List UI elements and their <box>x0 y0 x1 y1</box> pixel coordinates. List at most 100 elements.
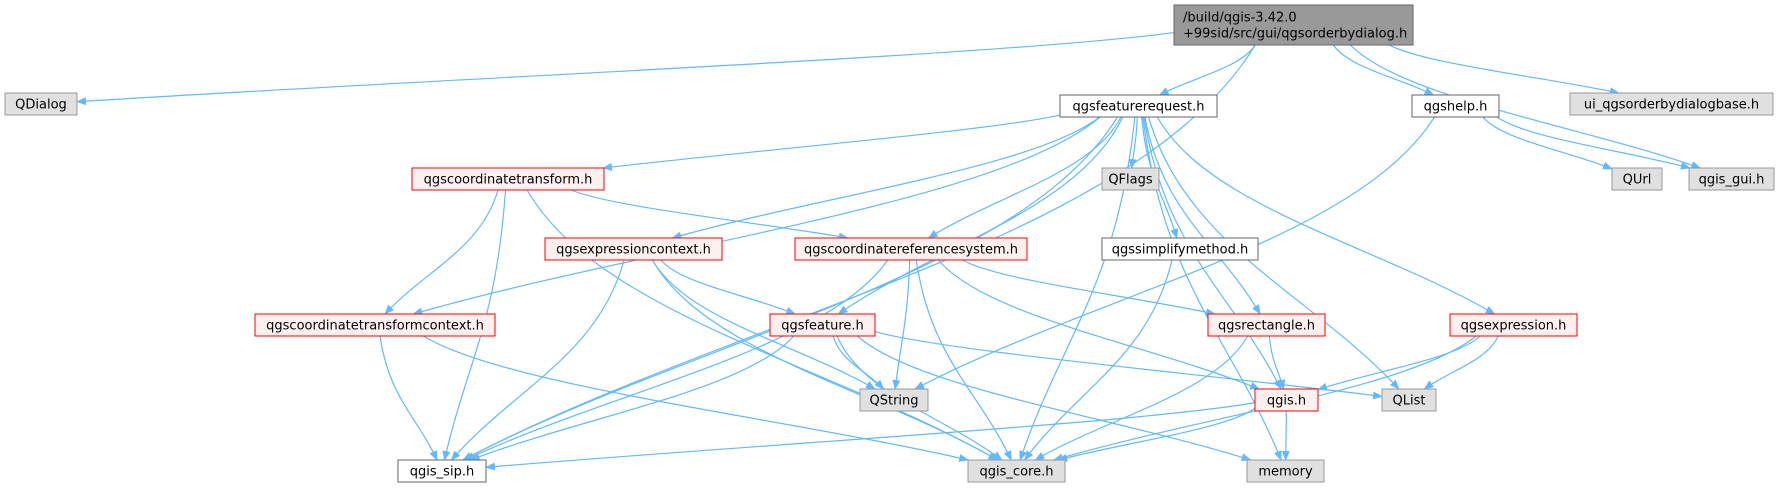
node-box <box>544 237 723 261</box>
edge-qgssimplifymethod-to-qgis_core <box>1024 259 1173 461</box>
node-label: qgsfeaturerequest.h <box>1073 100 1205 115</box>
edge-qgsfeaturerequest-to-qgsctcontext <box>412 116 1101 316</box>
edge-qgsrectangle-to-qgis_core <box>1034 335 1249 461</box>
node-label: qgscoordinatetransform.h <box>424 173 593 188</box>
node-box <box>1411 94 1500 118</box>
node-label: qgscoordinatereferencesystem.h <box>804 243 1018 258</box>
node-qstring[interactable]: QString <box>859 388 929 412</box>
edge-qgscoordinatetransform-to-qgscrs <box>571 189 849 241</box>
edge-qgsexpression-to-qlist <box>1423 335 1499 390</box>
node-label: QString <box>869 394 918 409</box>
node-qdialog[interactable]: QDialog <box>4 92 78 116</box>
node-qgsfeaturerequest[interactable]: qgsfeaturerequest.h <box>1059 94 1218 118</box>
node-label: qgshelp.h <box>1424 100 1488 115</box>
node-qgis_core[interactable]: qgis_core.h <box>967 459 1066 483</box>
node-box <box>794 237 1028 261</box>
edge-qgscoordinatetransform-to-qgis_sip <box>442 189 507 461</box>
node-box <box>4 92 78 116</box>
edge-qgsexpressioncontext-to-qgsfeature <box>660 259 797 315</box>
edge-qgsexpressioncontext-to-qgis_sip <box>450 259 625 461</box>
edge-qgsfeaturerequest-to-qgscoordinatetransform <box>602 114 1061 171</box>
edge-qgsfeature-to-memory <box>856 335 1252 462</box>
edge-qgsexpressioncontext-to-qstring <box>651 259 876 390</box>
node-qgscrs[interactable]: qgscoordinatereferencesystem.h <box>794 237 1028 261</box>
node-label: qgsexpressioncontext.h <box>556 243 711 258</box>
node-qflags[interactable]: QFlags <box>1101 167 1160 191</box>
node-qgshelp[interactable]: qgshelp.h <box>1411 94 1500 118</box>
node-qgsfeature[interactable]: qgsfeature.h <box>769 313 876 337</box>
node-qgsexpression[interactable]: qgsexpression.h <box>1449 313 1578 337</box>
node-box <box>967 459 1066 483</box>
edge-qgsfeaturerequest-to-qflags <box>1128 116 1138 169</box>
node-label: QDialog <box>15 98 67 113</box>
node-qgis[interactable]: qgis.h <box>1254 388 1319 412</box>
node-label: qgsexpression.h <box>1461 319 1567 334</box>
edge-qgscoordinatetransform-to-qgsctcontext <box>384 189 499 315</box>
edge-qgsfeaturerequest-to-qgscrs <box>927 116 1122 239</box>
node-memory[interactable]: memory <box>1246 459 1325 483</box>
edge-qgshelp-to-qurl <box>1482 116 1613 170</box>
node-label: qgis_gui.h <box>1699 173 1765 188</box>
edge-qgscrs-to-qstring <box>892 259 911 390</box>
edge-qgsfeature-to-qlist <box>874 331 1383 400</box>
edge-qgsfeaturerequest-to-qgis <box>1143 116 1282 390</box>
edge-root-to-qdialog <box>76 31 1175 106</box>
node-label: +99sid/src/gui/qgsorderbydialog.h <box>1183 27 1407 42</box>
node-box <box>1207 313 1326 337</box>
edge-qgsfeature-to-qgis_sip <box>469 335 795 461</box>
node-label: QList <box>1393 394 1426 409</box>
edge-root-to-qgsfeaturerequest <box>1158 44 1256 96</box>
node-label: qgis_sip.h <box>410 465 474 480</box>
edge-qgsexpression-to-qgis <box>1317 335 1481 391</box>
edge-qgshelp-to-qstring <box>914 116 1435 390</box>
node-qurl[interactable]: QUrl <box>1611 167 1663 191</box>
edge-qgsrectangle-to-qgis <box>1268 335 1286 390</box>
node-label: QFlags <box>1108 173 1153 188</box>
node-label: memory <box>1258 465 1313 480</box>
edge-qgsctcontext-to-qgis_sip <box>379 335 438 461</box>
node-label: qgsrectangle.h <box>1218 319 1315 334</box>
node-label: ui_qgsorderbydialogbase.h <box>1584 98 1759 113</box>
node-box <box>1101 237 1259 261</box>
node-qlist[interactable]: QList <box>1381 388 1437 412</box>
node-qgsrectangle[interactable]: qgsrectangle.h <box>1207 313 1326 337</box>
node-box <box>1059 94 1218 118</box>
node-qgssimplifymethod[interactable]: qgssimplifymethod.h <box>1101 237 1259 261</box>
edge-qgis-to-qgis_sip <box>485 402 1256 471</box>
edge-qgsfeaturerequest-to-qgsexpressioncontext <box>671 116 1101 240</box>
node-label: QUrl <box>1623 173 1652 188</box>
node-label: /build/qgis-3.42.0 <box>1183 11 1297 26</box>
node-box <box>1246 459 1325 483</box>
node-box <box>1569 92 1774 116</box>
node-ui_base[interactable]: ui_qgsorderbydialogbase.h <box>1569 92 1774 116</box>
node-qgis_sip[interactable]: qgis_sip.h <box>397 459 487 483</box>
edge-layer <box>76 31 1702 471</box>
node-box <box>1688 167 1775 191</box>
node-box <box>397 459 487 483</box>
node-label: qgsfeature.h <box>781 319 864 334</box>
node-qgsctcontext[interactable]: qgscoordinatetransformcontext.h <box>254 313 496 337</box>
node-qgis_gui[interactable]: qgis_gui.h <box>1688 167 1775 191</box>
edge-qgsfeaturerequest-to-qgis_sip <box>462 116 1119 461</box>
edge-qgshelp-to-qgis_gui <box>1496 116 1691 170</box>
node-box <box>859 388 929 412</box>
edge-root-to-qgshelp <box>1333 44 1435 96</box>
node-box <box>254 313 496 337</box>
edge-qgsfeaturerequest-to-qlist <box>1148 116 1400 390</box>
edge-qgsfeaturerequest-to-qgsfeature <box>837 116 1124 315</box>
node-root[interactable]: /build/qgis-3.42.0+99sid/src/gui/qgsorde… <box>1173 4 1414 46</box>
edge-qgis-to-memory <box>1281 410 1290 461</box>
node-layer: /build/qgis-3.42.0+99sid/src/gui/qgsorde… <box>4 4 1775 483</box>
edge-qgsexpressioncontext-to-qgis_core <box>651 259 999 461</box>
edge-qgsctcontext-to-qgis_core <box>423 335 970 462</box>
edge-qgscrs-to-qgsrectangle <box>962 259 1217 317</box>
node-box <box>1381 388 1437 412</box>
node-box <box>1173 4 1414 46</box>
edge-qgsfeaturerequest-to-qgsexpression <box>1156 116 1496 315</box>
edge-qgsfeaturerequest-to-qgsrectangle <box>1144 116 1261 315</box>
node-label: qgssimplifymethod.h <box>1112 243 1248 258</box>
node-qgscoordinatetransform[interactable]: qgscoordinatetransform.h <box>411 167 605 191</box>
node-qgsexpressioncontext[interactable]: qgsexpressioncontext.h <box>544 237 723 261</box>
edge-qgscrs-to-qgis_core <box>915 259 1012 461</box>
